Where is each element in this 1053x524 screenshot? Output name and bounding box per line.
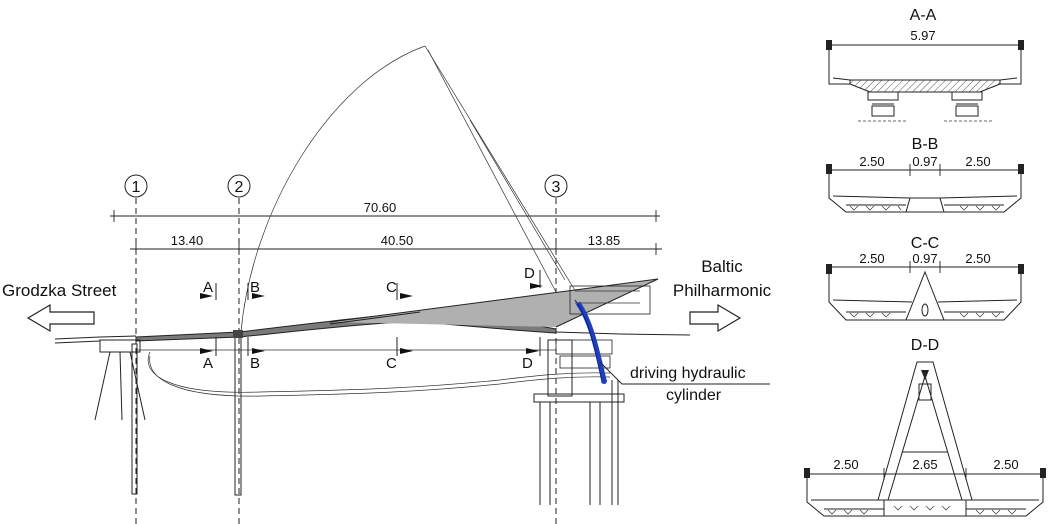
section-b-b: B-B 2.50 0.97 2.50	[826, 136, 1024, 213]
section-title-c-c: C-C	[911, 235, 939, 252]
axis-marker-2: 2	[227, 174, 251, 198]
dim-span-2: 40.50	[381, 233, 414, 248]
label-driving-hydraulic: driving hydraulic	[630, 365, 746, 382]
dim-b-b-right: 2.50	[965, 154, 990, 169]
section-d-d: D-D 2.50 2.65 2.50	[804, 337, 1046, 517]
dim-a-a-width: 5.97	[910, 28, 935, 43]
section-mark-c-lower: C	[386, 337, 413, 372]
dim-d-d-mid: 2.65	[912, 457, 937, 472]
label-baltic: Baltic	[701, 257, 743, 276]
svg-text:D: D	[524, 265, 535, 282]
section-title-d-d: D-D	[911, 337, 939, 354]
label-philharmonic: Philharmonic	[673, 281, 772, 300]
section-mark-b-lower: B	[247, 337, 265, 372]
label-grodzka-street: Grodzka Street	[2, 281, 117, 300]
elevation-view: 1 2 3 70.60 13.40 40.50 13.85	[2, 45, 772, 524]
svg-text:C: C	[386, 279, 397, 296]
section-title-a-a: A-A	[910, 7, 937, 24]
section-a-a: A-A 5.97	[826, 7, 1024, 122]
svg-text:C: C	[386, 355, 397, 372]
section-mark-d-upper: D	[524, 265, 543, 289]
dim-d-d-right: 2.50	[993, 457, 1018, 472]
dim-c-c-right: 2.50	[965, 251, 990, 266]
section-mark-d-lower: D	[522, 337, 541, 372]
dim-c-c-left: 2.50	[859, 251, 884, 266]
dim-span-3: 13.85	[588, 233, 621, 248]
arrow-left-icon	[26, 303, 95, 333]
ground-line	[147, 351, 611, 393]
dim-total: 70.60	[364, 200, 397, 215]
dim-d-d-left: 2.50	[833, 457, 858, 472]
dim-span-1: 13.40	[171, 233, 204, 248]
svg-text:A: A	[203, 279, 213, 296]
dim-b-b-left: 2.50	[859, 154, 884, 169]
dim-b-b-mid: 0.97	[912, 154, 937, 169]
section-mark-a-upper: A	[200, 279, 217, 300]
section-title-b-b: B-B	[912, 136, 939, 153]
svg-text:A: A	[203, 355, 213, 372]
svg-text:2: 2	[235, 179, 244, 196]
svg-text:B: B	[250, 355, 260, 372]
svg-text:3: 3	[552, 179, 561, 196]
label-cylinder: cylinder	[666, 387, 722, 404]
dim-c-c-mid: 0.97	[912, 251, 937, 266]
section-mark-a-lower: A	[200, 337, 217, 372]
axis-marker-3: 3	[544, 174, 568, 198]
hydraulic-cylinder	[575, 301, 607, 381]
svg-text:1: 1	[132, 179, 141, 196]
section-mark-b-upper: B	[247, 279, 265, 300]
svg-text:B: B	[250, 279, 260, 296]
svg-text:D: D	[522, 355, 533, 372]
section-c-c: C-C 2.50 0.97 2.50	[826, 235, 1024, 321]
section-mark-c-upper: C	[386, 279, 413, 300]
axis-marker-1: 1	[124, 174, 148, 198]
arrow-right-icon	[689, 303, 742, 333]
opening-arc-outer	[240, 45, 426, 333]
